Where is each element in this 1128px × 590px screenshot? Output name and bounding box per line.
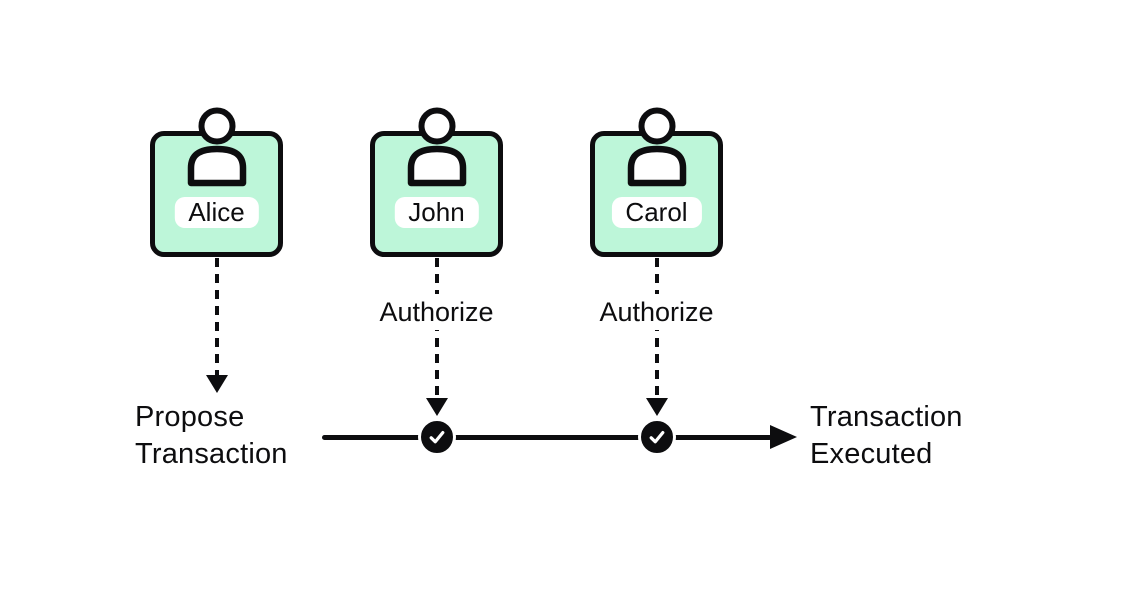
dashed-connector [214, 258, 219, 375]
person-icon [187, 107, 246, 187]
propose-transaction-label: Propose Transaction [135, 401, 288, 470]
check-icon [638, 418, 676, 456]
timeline-line [322, 435, 772, 440]
actor-column-carol: Carol Authorize [582, 0, 731, 590]
check-icon [418, 418, 456, 456]
actor-name-label: John [394, 197, 479, 228]
authorize-label: Authorize [362, 294, 511, 330]
arrow-down-icon [645, 398, 668, 416]
arrow-down-icon [205, 375, 228, 393]
person-icon [407, 107, 466, 187]
actor-name-label: Carol [611, 197, 702, 228]
actor-name-label: Alice [174, 197, 259, 228]
transaction-executed-label: Transaction Executed [810, 401, 963, 470]
person-icon [627, 107, 686, 187]
actor-column-alice: Alice [150, 0, 283, 590]
arrow-right-icon [770, 425, 797, 449]
actor-column-john: John Authorize [362, 0, 511, 590]
authorize-label: Authorize [582, 294, 731, 330]
arrow-down-icon [425, 398, 448, 416]
